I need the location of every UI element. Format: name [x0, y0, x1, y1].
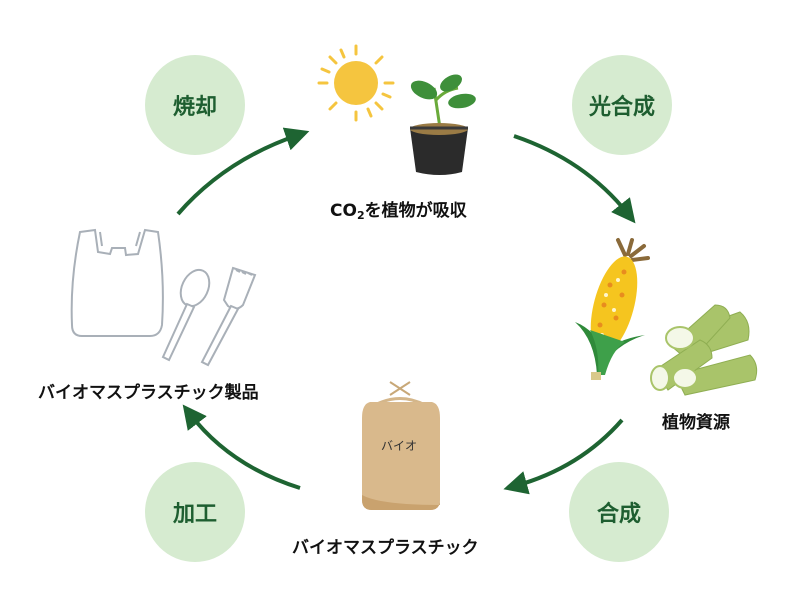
process-processing: 加工	[145, 462, 245, 562]
stage-co2-absorption-label: CO2を植物が吸収	[330, 196, 467, 222]
stage-biomass-products-label: バイオマスプラスチック製品	[38, 383, 259, 403]
plastic-bag-icon	[70, 228, 164, 337]
process-synthesis: 合成	[569, 462, 669, 562]
process-incineration-label: 焼却	[172, 95, 217, 120]
process-photosynthesis-label: 光合成	[588, 95, 655, 120]
co2-prefix: CO	[330, 201, 357, 221]
process-incineration: 焼却	[145, 55, 245, 155]
bag-label: バイオ	[381, 439, 418, 453]
process-synthesis-label: 合成	[596, 502, 641, 527]
process-photosynthesis: 光合成	[572, 55, 672, 155]
arrow-processing	[182, 404, 301, 490]
stage-plant-resources-label: 植物資源	[662, 413, 730, 433]
arrow-photosynthesis	[513, 134, 636, 224]
arrow-synthesis	[503, 418, 624, 495]
co2-subscript: 2	[356, 209, 365, 222]
bag-icon	[362, 381, 440, 510]
arrow-incineration	[176, 127, 310, 216]
spoon-icon	[161, 268, 211, 362]
co2-suffix: を植物が吸収	[364, 201, 467, 221]
fork-icon	[200, 266, 257, 367]
seedling-pot-icon	[410, 74, 476, 175]
corn-icon	[575, 238, 650, 380]
sun-icon	[317, 44, 395, 122]
process-processing-label: 加工	[172, 502, 217, 527]
sugarcane-icon	[650, 304, 758, 396]
stage-biomass-plastic-label: バイオマスプラスチック	[292, 538, 479, 558]
